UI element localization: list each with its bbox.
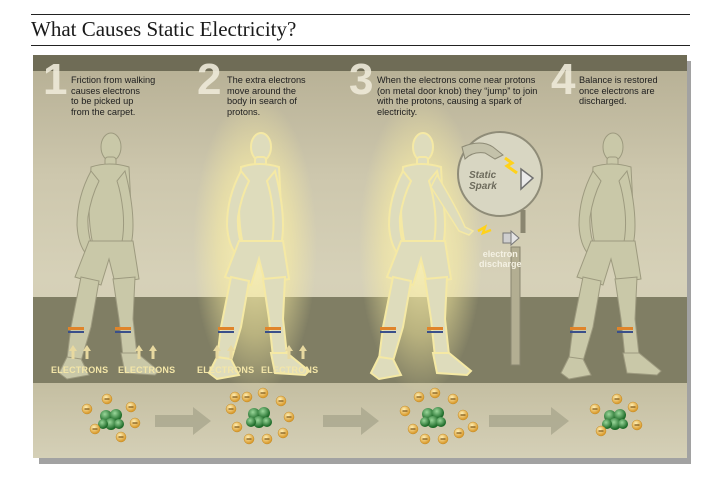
electrons-label: ELECTRONS	[118, 365, 176, 375]
figure-1	[58, 132, 160, 380]
step-number-1: 1	[43, 55, 68, 104]
atom-1	[81, 393, 141, 443]
atom-2	[225, 387, 295, 445]
knob-closeup-icon	[520, 167, 535, 191]
electrons-label: ELECTRONS	[51, 365, 109, 375]
pointing-arm	[430, 173, 475, 236]
door-knob-icon	[502, 229, 520, 247]
step-text-3: When the electrons come near protons(on …	[377, 75, 538, 117]
step-number-3: 3	[349, 55, 374, 104]
atom-4	[589, 393, 643, 437]
up-arrow-icon	[69, 345, 77, 359]
finger-icon	[461, 142, 504, 160]
door-post	[510, 246, 521, 366]
figure-4	[560, 132, 662, 380]
right-arrow-icon	[155, 407, 211, 435]
electrons-label: ELECTRONS	[197, 365, 255, 375]
static-spark-label: Static Spark	[469, 170, 497, 192]
up-arrow-icon	[135, 345, 143, 359]
up-arrow-icon	[285, 345, 293, 359]
sock-stripes	[68, 327, 633, 333]
page-title: What Causes Static Electricity?	[31, 17, 297, 41]
up-arrow-icon	[149, 345, 157, 359]
right-arrow-icon	[323, 407, 379, 435]
up-arrow-icon	[227, 345, 235, 359]
up-arrow-icon	[83, 345, 91, 359]
up-arrow-icon	[213, 345, 221, 359]
right-arrow-icon	[489, 407, 569, 435]
electron-discharge-label: electron discharge	[479, 249, 522, 269]
title-top-rule	[31, 14, 690, 15]
top-band	[33, 55, 687, 71]
diagram-art	[58, 95, 662, 445]
up-arrow-icon	[299, 345, 307, 359]
lightning-bolt-icon	[477, 224, 492, 236]
atom-3	[399, 387, 479, 445]
static-spark-magnifier	[457, 131, 543, 233]
step-number-2: 2	[197, 55, 222, 104]
electron-up-arrows	[69, 345, 307, 359]
transition-arrows	[155, 407, 569, 435]
spark-bolt-icon	[504, 156, 518, 175]
electrons-label: ELECTRONS	[261, 365, 319, 375]
step-number-4: 4	[551, 55, 576, 104]
title-bottom-rule	[31, 45, 690, 46]
